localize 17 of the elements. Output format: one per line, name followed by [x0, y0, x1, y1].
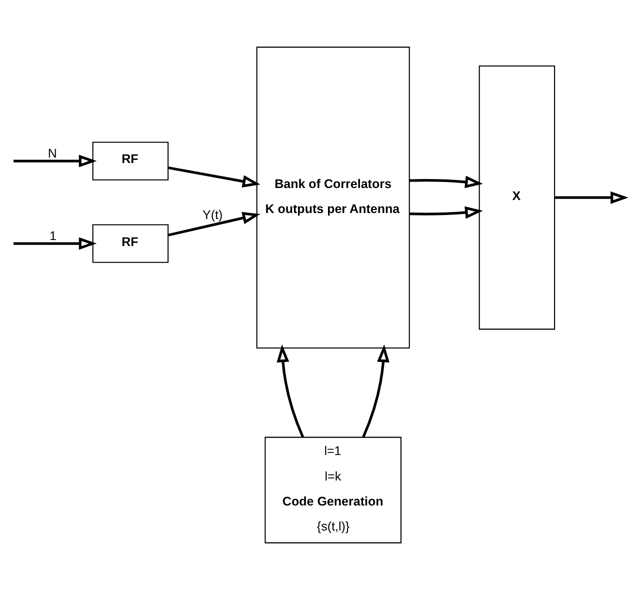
arrow — [168, 166, 260, 187]
node-box: l=1 l=k Code Generation {s(t,l)} — [264, 436, 402, 543]
arrow — [14, 236, 97, 250]
edge-label: 1 — [50, 228, 56, 243]
arrow — [276, 344, 304, 438]
node-box: X — [478, 64, 556, 330]
edge-label: Y(t) — [202, 208, 223, 222]
arrow — [14, 154, 97, 167]
arrow — [168, 211, 260, 236]
arrow — [362, 344, 390, 438]
edge-label: N — [48, 146, 57, 160]
arrow — [409, 206, 483, 218]
arrow — [409, 175, 483, 188]
node-box: Bank of Correlators K outputs per Antenna — [256, 46, 410, 348]
node-box: RF — [92, 224, 169, 262]
node-box: RF — [92, 141, 169, 180]
arrow — [554, 190, 628, 204]
